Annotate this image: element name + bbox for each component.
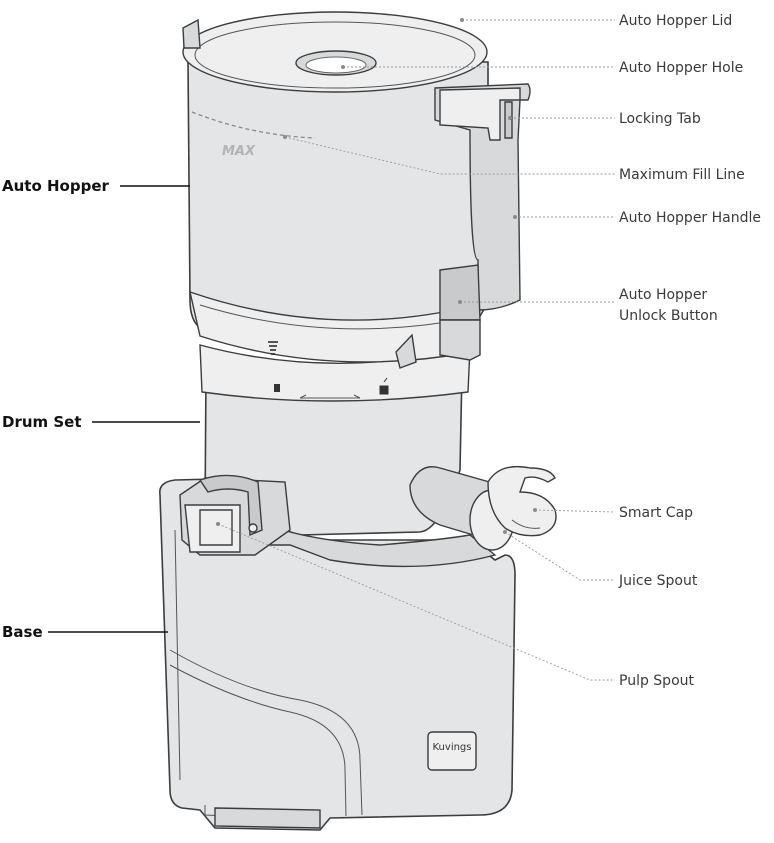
callout-smart-cap: Smart Cap	[619, 505, 693, 521]
callout-auto-hopper-unlock-button-line2: Unlock Button	[619, 308, 718, 324]
auto-hopper-illustration: MAX	[182, 11, 531, 369]
auto-hopper-handle-illustration	[434, 83, 531, 311]
lock-icon	[274, 384, 280, 392]
align-marker-icon	[268, 341, 278, 355]
brand-logo: Kuvings	[433, 742, 472, 753]
callout-auto-hopper-unlock-button-line1: Auto Hopper	[619, 287, 707, 303]
max-label: MAX	[222, 144, 256, 159]
section-label-base: Base	[2, 623, 43, 641]
locking-tab-illustration	[504, 101, 513, 139]
section-brackets	[48, 185, 200, 633]
brand-logo-plate	[427, 731, 477, 771]
leaders	[216, 18, 616, 681]
callout-auto-hopper-lid: Auto Hopper Lid	[619, 13, 732, 29]
unlock-icon	[379, 377, 389, 395]
callout-auto-hopper-handle: Auto Hopper Handle	[619, 210, 761, 226]
smart-cap-illustration	[487, 465, 557, 537]
callout-auto-hopper-hole: Auto Hopper Hole	[619, 60, 743, 76]
callout-locking-tab: Locking Tab	[619, 111, 701, 127]
callout-juice-spout: Juice Spout	[618, 573, 698, 589]
drum-set-illustration	[179, 344, 557, 568]
section-label-drum-set: Drum Set	[2, 413, 82, 431]
callout-pulp-spout: Pulp Spout	[619, 673, 695, 689]
callout-maximum-fill-line: Maximum Fill Line	[619, 167, 745, 183]
section-label-auto-hopper: Auto Hopper	[2, 177, 109, 195]
unlock-button-illustration	[439, 264, 481, 321]
